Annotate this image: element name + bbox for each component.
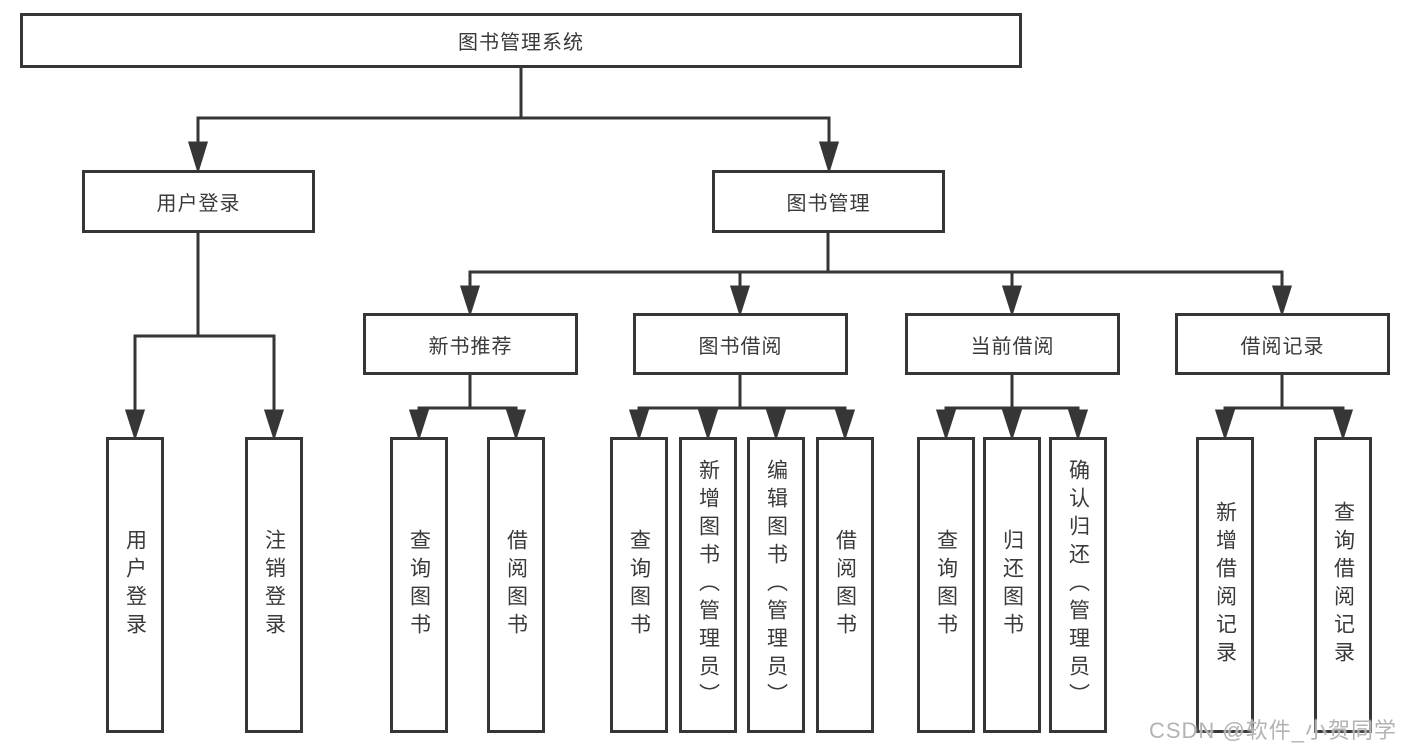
leaf-label: 确认归还（管理员） [1066, 459, 1090, 711]
leaf-label: 查询图书 [934, 529, 958, 641]
leaf-label: 借阅图书 [504, 529, 528, 641]
connectors-root-to-level2 [187, 68, 840, 175]
leaf-label: 查询图书 [407, 529, 431, 641]
node-new-book-recommend: 新书推荐 [363, 313, 578, 375]
leaf-query-borrow-record: 查询借阅记录 [1314, 437, 1372, 733]
leaf-label: 查询借阅记录 [1331, 501, 1355, 669]
leaf-label: 归还图书 [1000, 529, 1024, 641]
leaf-edit-books-admin: 编辑图书（管理员） [747, 437, 805, 733]
csdn-watermark: CSDN @软件_小贺同学 [1148, 718, 1397, 743]
node-current-borrow: 当前借阅 [905, 313, 1120, 375]
connectors-borrow-records-to-leaves [1214, 375, 1354, 441]
leaf-return-books: 归还图书 [983, 437, 1041, 733]
node-current-borrow-label: 当前借阅 [970, 335, 1055, 358]
node-user-login: 用户登录 [82, 170, 315, 233]
leaf-label: 新增图书（管理员） [696, 459, 720, 711]
node-borrow-records-label: 借阅记录 [1240, 335, 1325, 358]
leaf-label: 查询图书 [627, 529, 651, 641]
connectors-user-login-to-leaves [124, 233, 285, 441]
leaf-recommend-query-books: 查询图书 [390, 437, 448, 733]
leaf-user-login: 用户登录 [106, 437, 164, 733]
leaf-label: 新增借阅记录 [1213, 501, 1237, 669]
leaf-label: 编辑图书（管理员） [764, 459, 788, 711]
connectors-book-management-to-level3 [459, 233, 1293, 317]
leaf-label: 注销登录 [262, 529, 286, 641]
leaf-label: 用户登录 [123, 529, 147, 641]
leaf-recommend-borrow-books: 借阅图书 [487, 437, 545, 733]
leaf-logout: 注销登录 [245, 437, 303, 733]
connectors-book-borrow-to-leaves [628, 375, 856, 441]
leaf-borrow-borrow-books: 借阅图书 [816, 437, 874, 733]
leaf-confirm-return-admin: 确认归还（管理员） [1049, 437, 1107, 733]
node-book-management: 图书管理 [712, 170, 945, 233]
node-book-borrow: 图书借阅 [633, 313, 848, 375]
node-user-login-label: 用户登录 [156, 193, 241, 215]
leaf-add-books-admin: 新增图书（管理员） [679, 437, 737, 733]
leaf-current-query-books: 查询图书 [917, 437, 975, 733]
node-book-borrow-label: 图书借阅 [698, 335, 783, 358]
leaf-label: 借阅图书 [833, 529, 857, 641]
leaf-add-borrow-record: 新增借阅记录 [1196, 437, 1254, 733]
leaf-borrow-query-books: 查询图书 [610, 437, 668, 733]
node-root: 图书管理系统 [20, 13, 1022, 68]
node-root-label: 图书管理系统 [458, 32, 584, 54]
node-borrow-records: 借阅记录 [1175, 313, 1390, 375]
connectors-new-book-recommend-to-leaves [408, 375, 527, 441]
node-book-management-label: 图书管理 [786, 193, 871, 215]
connectors-current-borrow-to-leaves [935, 375, 1089, 441]
node-new-book-recommend-label: 新书推荐 [428, 335, 513, 358]
